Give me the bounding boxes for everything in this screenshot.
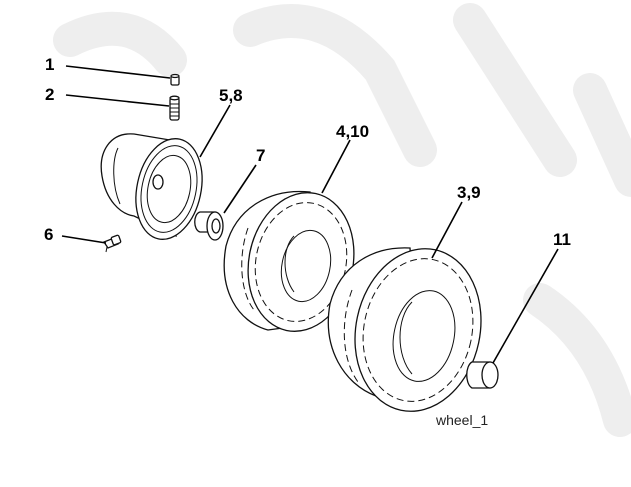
callout-1: 1: [45, 55, 54, 74]
part-valve-cap: [170, 73, 180, 86]
part-valve-stem: [169, 95, 180, 121]
part-hub-cap: [466, 361, 499, 389]
part-grease-fitting: [103, 234, 122, 253]
callout-6: 6: [44, 225, 53, 244]
callout-2: 2: [45, 85, 54, 104]
part-bushing: [194, 211, 224, 241]
callout-3-9: 3,9: [457, 183, 481, 202]
part-rear-tire: [327, 247, 482, 412]
diagram-caption: wheel_1: [435, 412, 488, 428]
watermark: [53, 3, 631, 437]
callout-11: 11: [553, 230, 571, 249]
part-rim: [100, 133, 203, 240]
callout-5-8: 5,8: [219, 86, 243, 105]
callout-4-10: 4,10: [336, 122, 369, 141]
leader-lines: [61, 65, 559, 364]
callout-7: 7: [256, 146, 265, 165]
part-front-tire: [223, 190, 355, 332]
